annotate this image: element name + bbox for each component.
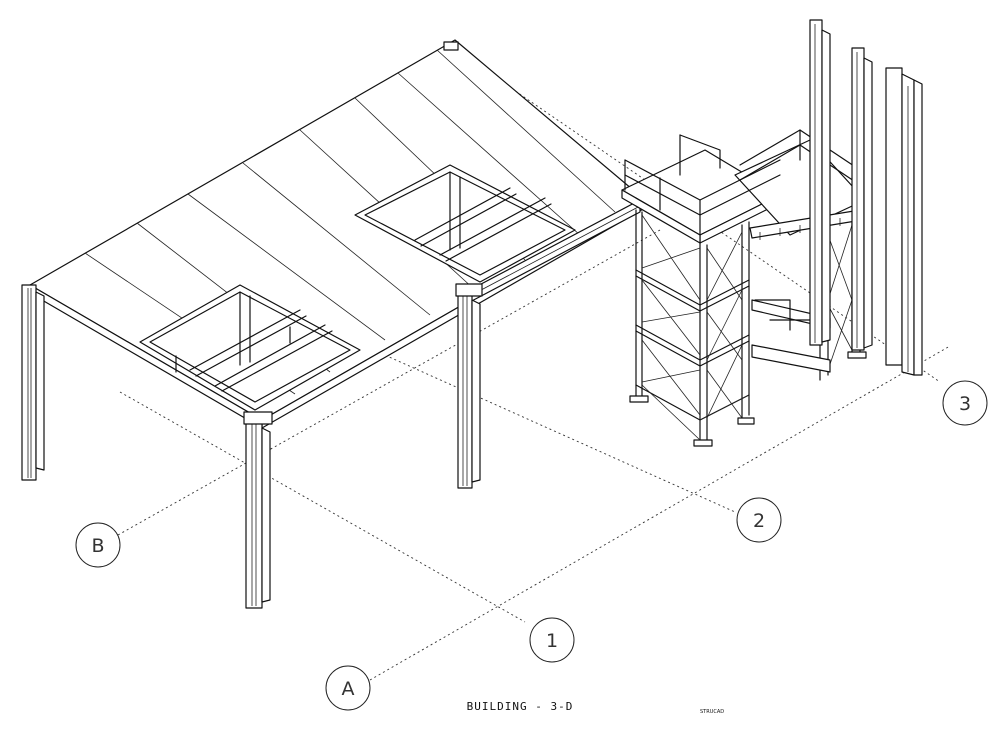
column-front-right xyxy=(455,283,483,489)
column-rear-top xyxy=(443,41,459,51)
floor-opening-left xyxy=(139,284,361,411)
svg-text:2: 2 xyxy=(753,510,765,532)
floor-opening-right xyxy=(354,164,576,283)
svg-text:3: 3 xyxy=(959,393,971,415)
column-front-left xyxy=(21,284,45,481)
svg-text:B: B xyxy=(91,535,104,557)
software-logo: STRUCAD xyxy=(700,709,725,715)
drawing-title: BUILDING - 3-D xyxy=(466,700,574,713)
svg-text:A: A xyxy=(342,678,355,700)
grid-bubble-b: B xyxy=(75,522,121,568)
grid-bubble-1: 1 xyxy=(529,617,575,663)
svg-text:1: 1 xyxy=(546,630,558,652)
column-front-mid xyxy=(243,411,273,609)
grid-bubble-3: 3 xyxy=(942,380,988,426)
grid-bubble-2: 2 xyxy=(736,497,782,543)
grid-bubble-a: A xyxy=(325,665,371,711)
rear-columns xyxy=(809,19,923,376)
